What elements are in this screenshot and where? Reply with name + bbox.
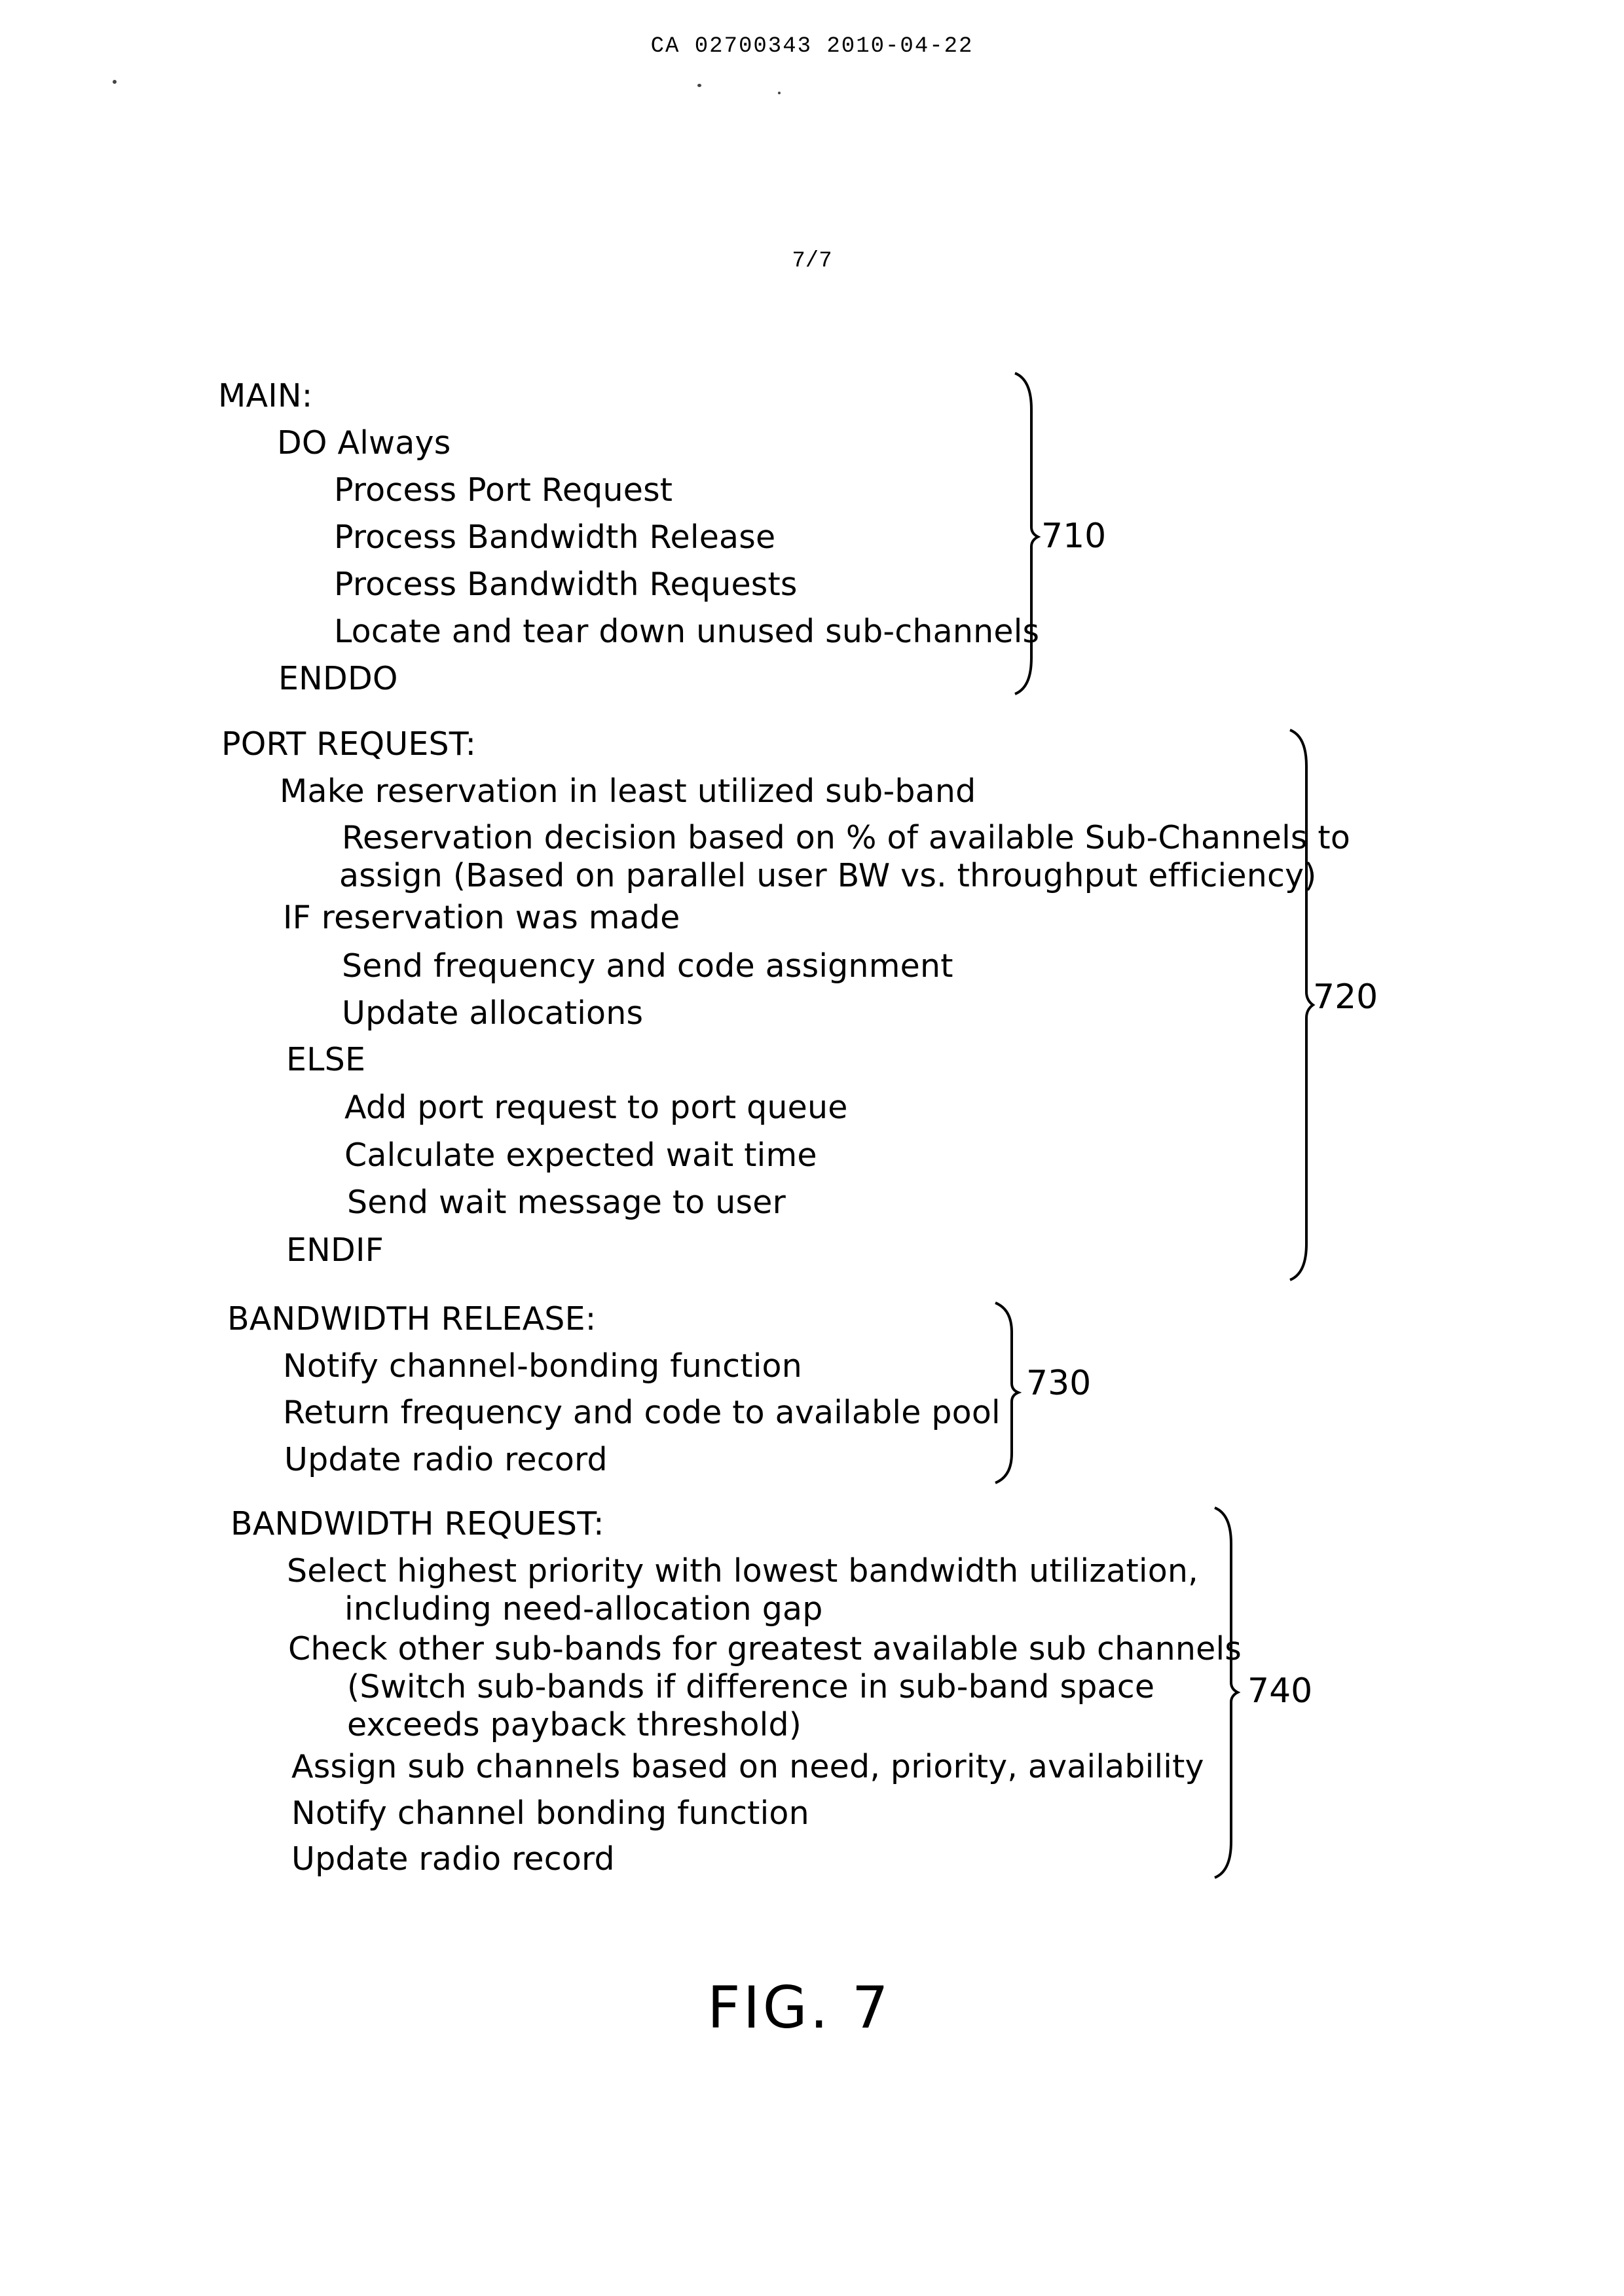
bandwidth-release-line: Return frequency and code to available p… [283,1396,1001,1429]
port-request-line: Calculate expected wait time [344,1139,817,1171]
bandwidth-request-line: Check other sub-bands for greatest avail… [288,1633,1242,1665]
page-number: 7/7 [0,249,1624,274]
brace-740 [1211,1504,1251,1881]
scan-speck [697,84,701,87]
ref-740: 740 [1247,1674,1312,1708]
figure-label: FIG. 7 [707,1974,891,2041]
port-request-line: Reservation decision based on % of avail… [342,822,1350,854]
bandwidth-release-line: Notify channel-bonding function [283,1350,802,1382]
main-line: Locate and tear down unused sub-channels [334,615,1039,647]
bandwidth-release-line: Update radio record [284,1444,608,1476]
bandwidth-release-heading: BANDWIDTH RELEASE: [227,1303,596,1335]
ref-730: 730 [1026,1366,1091,1400]
main-line: ENDDO [278,663,398,695]
main-line: DO Always [277,427,451,459]
brace-730 [992,1300,1031,1486]
ref-710: 710 [1041,519,1106,553]
bandwidth-request-heading: BANDWIDTH REQUEST: [231,1508,604,1540]
main-line: Process Bandwidth Release [334,521,775,553]
port-request-heading: PORT REQUEST: [221,728,476,760]
main-heading: MAIN: [218,380,312,412]
port-request-line: assign (Based on parallel user BW vs. th… [339,860,1317,892]
ref-720: 720 [1313,980,1378,1014]
bandwidth-request-line: Assign sub channels based on need, prior… [291,1751,1204,1783]
bandwidth-request-line: (Switch sub-bands if difference in sub-b… [347,1671,1154,1703]
bandwidth-request-line: including need-allocation gap [344,1593,823,1625]
scan-speck [778,92,781,94]
port-request-line: Add port request to port queue [344,1091,848,1123]
document-header: CA 02700343 2010-04-22 [0,34,1624,59]
port-request-line: IF reservation was made [283,902,680,934]
main-line: Process Port Request [334,474,673,506]
port-request-line: Make reservation in least utilized sub-b… [280,775,976,807]
port-request-line: Send wait message to user [347,1186,786,1218]
main-line: Process Bandwidth Requests [334,568,798,600]
port-request-line: ELSE [286,1044,365,1076]
bandwidth-request-line: exceeds payback threshold) [347,1709,802,1741]
port-request-line: Update allocations [342,997,643,1029]
bandwidth-request-line: Notify channel bonding function [291,1797,809,1829]
port-request-line: ENDIF [286,1234,384,1266]
bandwidth-request-line: Update radio record [291,1843,615,1875]
port-request-line: Send frequency and code assignment [342,950,953,982]
bandwidth-request-line: Select highest priority with lowest band… [287,1555,1198,1587]
scan-speck [113,80,117,84]
